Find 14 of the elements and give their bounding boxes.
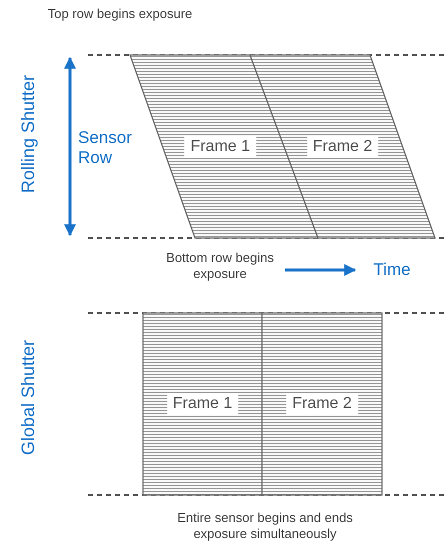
frame-shape [250,55,435,238]
frame-shape [262,313,382,495]
frame-label: Frame 2 [286,393,358,415]
axis-title: Rolling Shutter [18,75,39,194]
axis-label: Sensor Row [78,128,133,168]
annotation-text: Bottom row begins exposure [165,250,275,282]
frame-shape [143,313,262,495]
axis-title: Global Shutter [18,340,39,456]
frame-label: Frame 1 [184,136,256,158]
frame-label: Frame 1 [166,393,238,415]
frame-label: Frame 2 [306,136,378,158]
caption-text: Entire sensor begins and ends exposure simultaneously [176,510,354,542]
annotation-text: Top row begins exposure [46,6,194,22]
axis-label: Time [372,260,412,280]
